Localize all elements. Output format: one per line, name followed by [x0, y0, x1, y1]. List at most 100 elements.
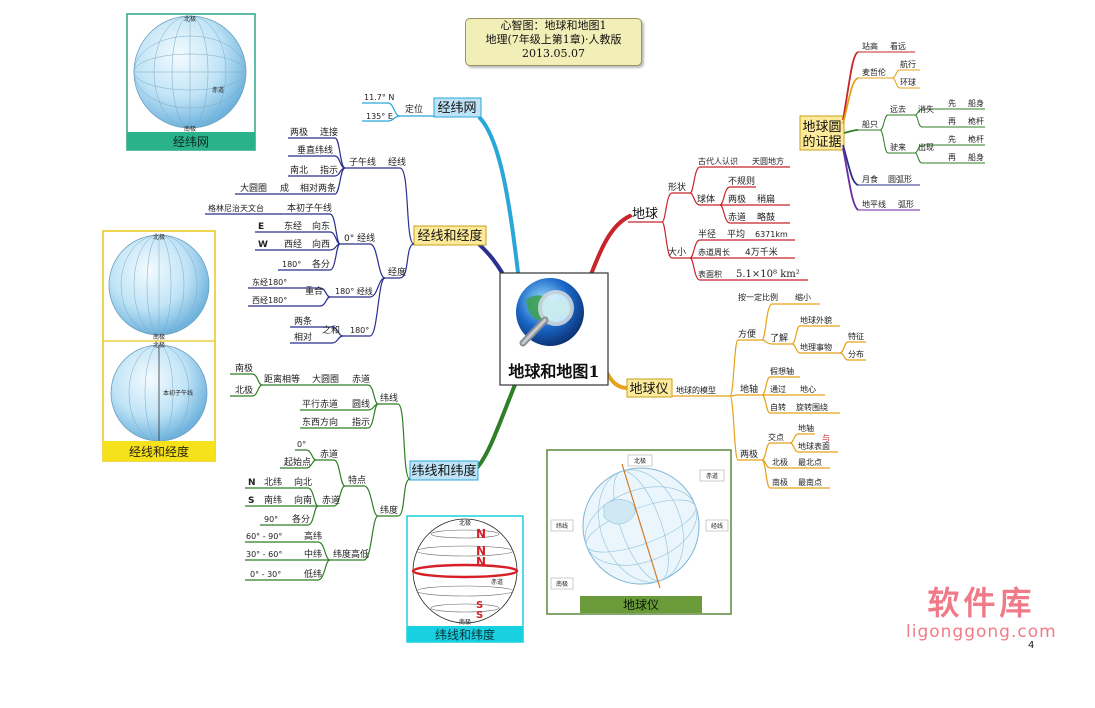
- node-xingzhuang: 形状: [668, 181, 686, 193]
- topic-jingxian-box[interactable]: [413, 225, 487, 246]
- node-beiwei: 北纬: [264, 476, 282, 488]
- panel-wd-s-1: S: [476, 600, 483, 611]
- node-weidu: 纬度: [380, 504, 398, 516]
- node-gefen-wx: 各分: [292, 513, 310, 525]
- node-chidao3: 赤道: [322, 494, 340, 506]
- node-mianji: 表面积: [698, 269, 722, 279]
- node-tongguo: 通过: [770, 384, 786, 394]
- node-juli: 距离相等: [264, 373, 300, 385]
- node-r3: 0° - 30°: [250, 570, 281, 579]
- node-nanji-yi: 南极: [772, 477, 788, 487]
- node-beiji-yi: 北极: [772, 457, 788, 467]
- node-diwei: 低纬: [304, 568, 322, 580]
- map-title-box: 心智图：地球和地图1 地理(7年级上第1章)·人教版 2013.05.07: [465, 18, 642, 66]
- node-liangtiao: 两条: [294, 315, 312, 327]
- graticule-globe-icon: [133, 15, 247, 129]
- node-weidugaodi: 纬度高低: [333, 548, 369, 560]
- node-xian1: 先: [948, 98, 956, 108]
- node-daquan-wx: 大圆圈: [312, 373, 339, 385]
- node-zhishi-wx: 指示: [352, 416, 370, 428]
- node-kanyuan: 看远: [890, 42, 906, 51]
- node-yu: 与: [822, 434, 830, 443]
- node-r1: 60° - 90°: [246, 532, 282, 541]
- node-daxiao: 大小: [668, 246, 686, 258]
- node-0-jingxian: 0° 经线: [344, 232, 375, 244]
- topic-jingweiwang-box[interactable]: [433, 97, 482, 118]
- panel-wd-n-3: N: [476, 555, 486, 569]
- topic-diqiuyi-box[interactable]: [626, 378, 673, 398]
- node-90deg: 90°: [264, 515, 278, 524]
- panel-diqiuyi-label: 地球仪: [623, 598, 659, 612]
- node-daquan: 大圆圈: [240, 182, 267, 194]
- node-huxing: 弧形: [898, 199, 914, 209]
- node-area: 5.1×10⁸ km²: [736, 269, 800, 280]
- branch-weixian: 纬线和纬度 纬线 南极 北极 距离相等 大圆圈 赤道: [230, 362, 479, 581]
- node-liangji: 两极: [290, 126, 308, 138]
- panel-jd-south-1: 南极: [153, 333, 165, 341]
- node-jiaxiang: 假想轴: [770, 366, 794, 376]
- panel-yi-jingxian: 经线: [711, 522, 723, 530]
- topic-zhengju-box[interactable]: [799, 115, 845, 151]
- title-line-2: 地理(7年级上第1章)·人教版: [485, 33, 622, 46]
- node-zhouchang: 赤道周长: [698, 247, 730, 257]
- node-maizhelun: 麦哲伦: [862, 67, 886, 77]
- node-xiaoshi: 消失: [918, 104, 934, 114]
- node-tianyuan: 天圆地方: [752, 156, 784, 166]
- node-chuxian: 出现: [918, 142, 934, 152]
- node-fangbian: 方便: [738, 328, 756, 340]
- branch-jingxian: 经线和经度 经线 子午线 两极 连接 垂直纬线 南北 指示 大圆: [205, 126, 487, 344]
- node-zai2: 再: [948, 153, 956, 162]
- node-huanqiu: 环球: [900, 77, 916, 87]
- node-pingjun: 平均: [727, 228, 745, 240]
- topic-jingweiwang[interactable]: 经纬网: [437, 101, 476, 116]
- node-buguize: 不规则: [728, 175, 755, 187]
- node-xiangbei: 向北: [294, 476, 312, 488]
- topic-zhengju-1[interactable]: 地球圆: [802, 120, 841, 135]
- node-lvegu: 略鼓: [757, 211, 775, 223]
- topic-zhengju-2[interactable]: 的证据: [802, 134, 841, 150]
- node-weigan1: 桅杆: [968, 116, 984, 126]
- topic-weixian-box[interactable]: [409, 460, 479, 481]
- node-180-jingxian: 180° 经线: [335, 286, 373, 296]
- node-xuanzhuan: 旋转围绕: [796, 402, 828, 412]
- node-180-fen: 180°: [282, 260, 301, 269]
- node-chuanzhi: 船只: [862, 119, 878, 129]
- node-dixin: 地心: [800, 384, 816, 394]
- node-lejie: 了解: [770, 332, 788, 344]
- node-gefen: 各分: [312, 258, 330, 270]
- panel-jd-north-1: 北极: [153, 233, 165, 241]
- node-gudai: 古代人认识: [698, 156, 738, 166]
- node-xiangxi: 向西: [312, 238, 330, 250]
- panel-wd-north: 北极: [459, 519, 471, 527]
- panel-diqiuyi: 北极 纬线 经线 南极 赤道 地球仪: [546, 449, 732, 615]
- node-banjing: 半径: [698, 228, 716, 240]
- topic-weixian[interactable]: 纬线和纬度: [411, 463, 476, 479]
- panel-yi-chidao: 赤道: [706, 472, 718, 480]
- node-jingdu: 经度: [388, 266, 406, 278]
- node-chidao2: 赤道: [320, 448, 338, 460]
- topic-diqiu[interactable]: 地球: [632, 207, 658, 222]
- node-tedian: 特点: [348, 474, 366, 486]
- panel-wd-s-2: S: [476, 610, 483, 621]
- panel-wd-south: 南极: [459, 618, 471, 626]
- node-liangji-dq: 两极: [728, 193, 746, 205]
- node-S: S: [248, 496, 254, 506]
- node-xi180: 西经180°: [252, 295, 287, 305]
- node-qidian: 起始点: [284, 456, 311, 468]
- node-weixian: 纬线: [380, 392, 398, 404]
- center-node[interactable]: 地球和地图1: [499, 272, 609, 386]
- topic-jingxian[interactable]: 经线和经度: [417, 228, 482, 244]
- node-chuanshen1: 船身: [968, 98, 984, 108]
- node-0deg: 0°: [297, 440, 306, 449]
- node-waimao: 地球外貌: [800, 315, 832, 325]
- node-suoxiao: 按一定比例: [738, 292, 778, 302]
- node-E: E: [258, 222, 264, 232]
- node-hangxing: 航行: [900, 59, 916, 69]
- branch-diqiu: 地球 形状 古代人认识 天圆地方 球体 不规则 两极 稍扁 赤道 略鼓 大小 半…: [628, 156, 808, 281]
- panel-jingxian-label: 经线和经度: [129, 444, 189, 459]
- globe-magnifier-icon: [516, 278, 584, 347]
- topic-diqiuyi[interactable]: 地球仪: [629, 382, 668, 397]
- node-cheng: 成: [280, 182, 289, 194]
- title-line-1: 心智图：地球和地图1: [500, 19, 607, 32]
- node-nanbei: 南北: [290, 164, 308, 176]
